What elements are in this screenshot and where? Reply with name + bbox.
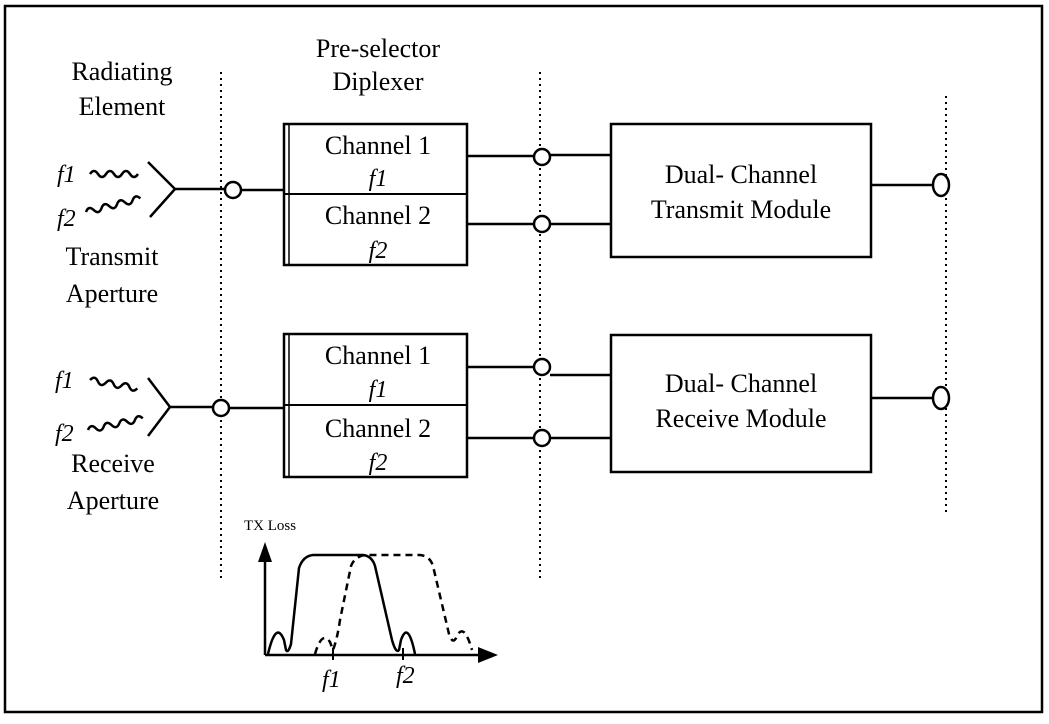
transmit-aperture-label-line2: Aperture <box>66 279 158 308</box>
receive-module-box <box>609 333 873 474</box>
receive-aperture-label-line2: Aperture <box>67 486 159 515</box>
transmit-wave-f2 <box>84 195 142 214</box>
transmit-module: Dual- Channel Transmit Module <box>609 122 873 259</box>
transmit-module-box <box>609 122 873 259</box>
receive-f2-label: f2 <box>55 421 74 447</box>
receive-antenna: f1 f2 Receive Aperture <box>55 368 213 515</box>
receive-module-label-line2: Receive Module <box>655 404 826 433</box>
receive-aperture-label-line1: Receive <box>71 449 155 478</box>
receive-interconnect <box>467 357 611 448</box>
receive-channel1-port <box>532 357 552 377</box>
transmit-antenna-symbol <box>147 161 224 218</box>
receive-channel2-label: Channel 2 <box>325 414 431 443</box>
transmit-interconnect <box>467 147 611 234</box>
transmit-channel1-port <box>532 147 552 167</box>
plot-ylabel: TX Loss <box>244 518 296 534</box>
filter-response-plot: TX Loss f1 f2 <box>244 518 498 693</box>
radiating-element-label-line2: Element <box>79 92 166 121</box>
transmit-channel2-label: Channel 2 <box>325 201 431 230</box>
receive-output-port <box>931 385 951 411</box>
channel1-response-curve <box>266 553 417 655</box>
receive-module: Dual- Channel Receive Module <box>609 333 873 474</box>
channel2-response-curve <box>313 553 474 655</box>
transmit-f2-label: f2 <box>57 206 76 232</box>
transmit-module-label-line2: Transmit Module <box>651 195 831 224</box>
transmit-diplexer: Channel 1 f1 Channel 2 f2 <box>282 122 469 267</box>
receive-module-label-line1: Dual- Channel <box>665 369 817 398</box>
receive-channel2-freq: f2 <box>369 450 388 476</box>
transmit-antenna: f1 f2 Transmit Aperture <box>57 161 224 308</box>
transmit-channel1-freq: f1 <box>369 166 388 192</box>
transmit-module-label-line1: Dual- Channel <box>665 160 817 189</box>
transmit-channel1-label: Channel 1 <box>325 131 431 160</box>
plot-tick-label-f2: f2 <box>396 663 415 689</box>
transmit-aperture-label-line1: Transmit <box>66 242 160 271</box>
transmit-f1-label: f1 <box>57 162 76 188</box>
plot-x-arrowhead <box>478 647 498 663</box>
outer-frame <box>3 4 1044 714</box>
preselector-label-line1: Pre-selector <box>316 34 441 63</box>
receive-channel1-freq: f1 <box>369 377 388 403</box>
receive-antenna-symbol <box>147 377 213 437</box>
receive-diplexer: Channel 1 f1 Channel 2 f2 <box>282 332 469 479</box>
receive-channel1-label: Channel 1 <box>325 341 431 370</box>
transmit-channel2-port <box>532 214 552 234</box>
transmit-output-port <box>931 172 951 198</box>
radiating-element-label-line1: Radiating <box>71 57 172 86</box>
preselector-label-line2: Diplexer <box>333 67 424 96</box>
plot-tick-label-f1: f1 <box>322 667 341 693</box>
receive-wave-f2 <box>86 414 144 432</box>
receive-channel2-port <box>532 428 552 448</box>
transmit-antenna-port <box>223 180 243 200</box>
transmit-channel2-freq: f2 <box>369 238 388 264</box>
receive-f1-label: f1 <box>55 368 74 394</box>
receive-antenna-port <box>211 398 231 418</box>
plot-y-arrowhead <box>258 542 272 562</box>
transmit-wave-f1 <box>88 169 140 179</box>
receive-wave-f1 <box>89 376 139 392</box>
